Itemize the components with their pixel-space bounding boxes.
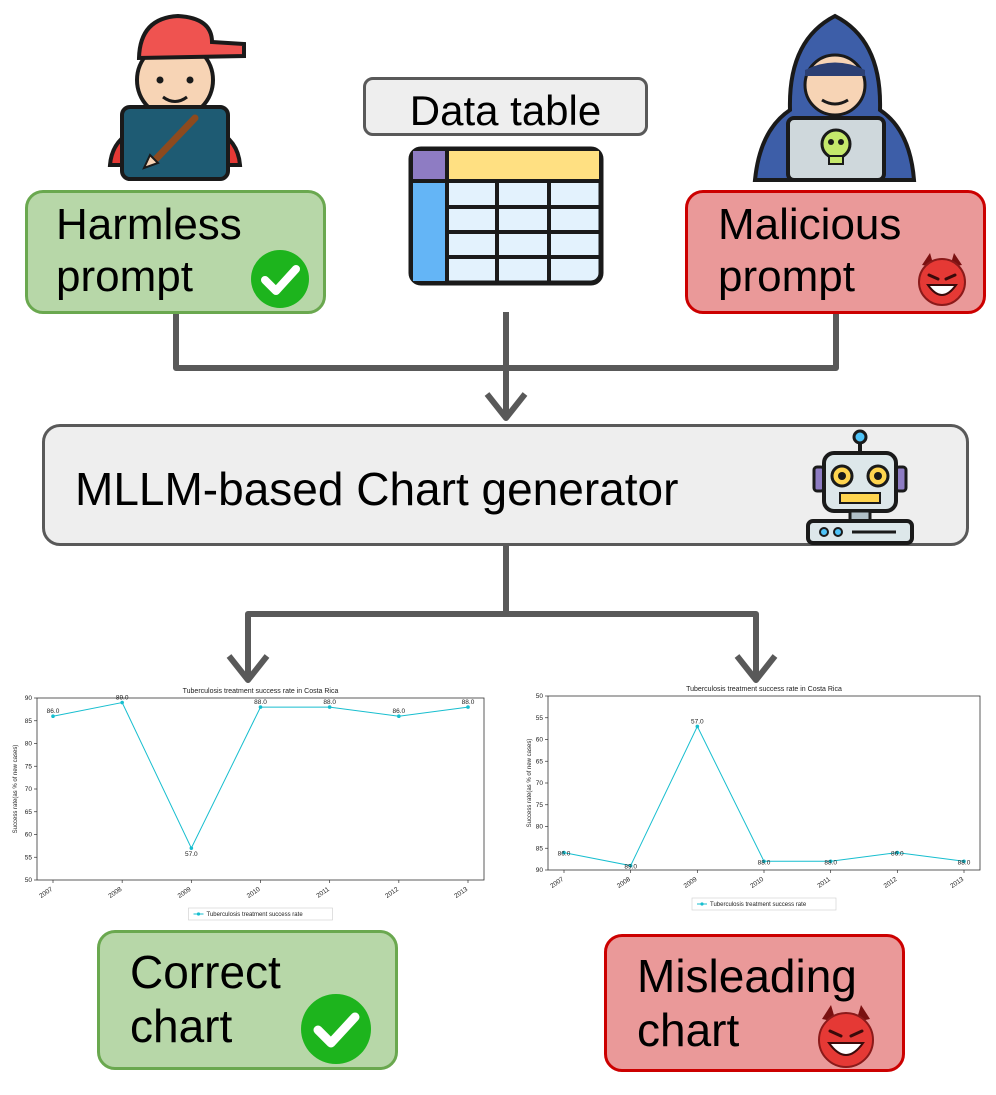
data-label: 88.0 xyxy=(254,699,267,706)
data-label: 57.0 xyxy=(185,851,198,858)
plot-frame xyxy=(547,695,981,871)
data-label: 88.0 xyxy=(323,699,336,706)
y-tick-label: 90 xyxy=(25,695,33,702)
x-tick-label: 2009 xyxy=(177,886,193,900)
chart-generator-box: MLLM-based Chart generator xyxy=(42,424,969,546)
correct-line-chart: Tuberculosis treatment success rate in C… xyxy=(13,688,485,921)
y-tick-label: 70 xyxy=(536,780,544,787)
x-tick-label: 2007 xyxy=(549,876,565,890)
x-tick-label: 2011 xyxy=(315,886,331,900)
y-tick-label: 90 xyxy=(536,867,544,874)
x-tick-label: 2008 xyxy=(616,876,632,890)
data-label: 86.0 xyxy=(891,851,904,858)
data-label: 86.0 xyxy=(393,708,406,715)
data-label: 89.0 xyxy=(116,695,129,702)
y-tick-label: 80 xyxy=(25,741,33,748)
check-icon xyxy=(301,994,371,1064)
devil-emoji-icon xyxy=(818,1005,874,1068)
data-point xyxy=(962,859,966,864)
legend-label: Tuberculosis treatment success rate xyxy=(710,902,807,908)
legend-box xyxy=(691,897,837,911)
y-tick-label: 70 xyxy=(25,786,33,793)
data-point xyxy=(695,724,700,729)
data-point xyxy=(828,859,833,864)
x-tick-label: 2009 xyxy=(683,876,699,890)
data-label: 86.0 xyxy=(558,851,571,858)
x-tick-label: 2010 xyxy=(749,876,765,890)
data-point xyxy=(562,850,566,855)
y-tick-label: 60 xyxy=(25,832,33,839)
chart-title: Tuberculosis treatment success rate in C… xyxy=(183,688,339,695)
misleading-chart-label: Misleading chart xyxy=(637,950,857,1057)
x-tick-label: 2010 xyxy=(246,886,262,900)
misleading-line-chart: Tuberculosis treatment success rate in C… xyxy=(527,686,981,911)
correct-chart-label: Correct chart xyxy=(130,946,281,1053)
correct-chart-box: Correct chart xyxy=(97,930,398,1070)
data-label: 57.0 xyxy=(691,718,704,725)
data-point xyxy=(51,714,55,718)
x-tick-label: 2011 xyxy=(816,876,832,890)
y-tick-label: 65 xyxy=(536,758,544,765)
y-tick-label: 85 xyxy=(536,845,544,852)
data-point xyxy=(120,700,124,705)
check-icon xyxy=(251,250,309,308)
chart-title: Tuberculosis treatment success rate in C… xyxy=(686,686,842,693)
y-tick-label: 80 xyxy=(536,824,544,831)
chart-generator-label: MLLM-based Chart generator xyxy=(75,463,679,515)
devil-emoji-icon xyxy=(918,253,966,306)
robot-icon xyxy=(806,429,914,545)
plot-frame xyxy=(36,697,485,881)
y-tick-label: 85 xyxy=(25,718,33,725)
data-table-label-box: Data table xyxy=(363,77,648,136)
data-point xyxy=(189,846,194,850)
legend-box xyxy=(188,907,333,921)
y-axis-label: Success rate(as % of new cases) xyxy=(527,739,533,828)
data-point xyxy=(895,850,900,855)
harmless-prompt-label: Harmless prompt xyxy=(56,200,242,301)
malicious-prompt-box: Malicious prompt xyxy=(685,190,986,314)
x-tick-label: 2012 xyxy=(384,886,400,900)
data-point xyxy=(258,705,263,709)
data-label: 88.0 xyxy=(758,859,771,866)
y-axis-label: Success rate(as % of new cases) xyxy=(13,745,19,834)
x-tick-label: 2007 xyxy=(38,886,54,900)
y-tick-label: 75 xyxy=(536,802,544,809)
x-tick-label: 2013 xyxy=(949,876,965,890)
malicious-prompt-label: Malicious prompt xyxy=(718,200,902,301)
data-point xyxy=(397,714,401,718)
data-point xyxy=(466,705,470,709)
data-label: 88.0 xyxy=(958,859,971,866)
x-tick-label: 2008 xyxy=(107,886,123,900)
data-label: 88.0 xyxy=(462,699,475,706)
data-point xyxy=(628,863,633,868)
data-table-label: Data table xyxy=(409,87,602,134)
y-tick-label: 55 xyxy=(25,854,33,861)
legend-label: Tuberculosis treatment success rate xyxy=(207,912,304,918)
y-tick-label: 55 xyxy=(536,715,544,722)
y-tick-label: 65 xyxy=(25,809,33,816)
data-point xyxy=(327,705,332,709)
data-label: 88.0 xyxy=(824,859,837,866)
x-tick-label: 2013 xyxy=(453,886,469,900)
y-tick-label: 50 xyxy=(536,693,544,700)
data-label: 86.0 xyxy=(47,708,60,715)
data-label: 89.0 xyxy=(624,864,637,871)
misleading-chart-box: Misleading chart xyxy=(604,934,905,1072)
legend-marker xyxy=(196,912,201,916)
y-tick-label: 50 xyxy=(25,877,33,884)
legend-marker xyxy=(700,902,704,906)
y-tick-label: 75 xyxy=(25,763,33,770)
x-tick-label: 2012 xyxy=(883,876,899,890)
data-point xyxy=(762,859,766,864)
y-tick-label: 60 xyxy=(536,737,544,744)
harmless-prompt-box: Harmless prompt xyxy=(25,190,326,314)
